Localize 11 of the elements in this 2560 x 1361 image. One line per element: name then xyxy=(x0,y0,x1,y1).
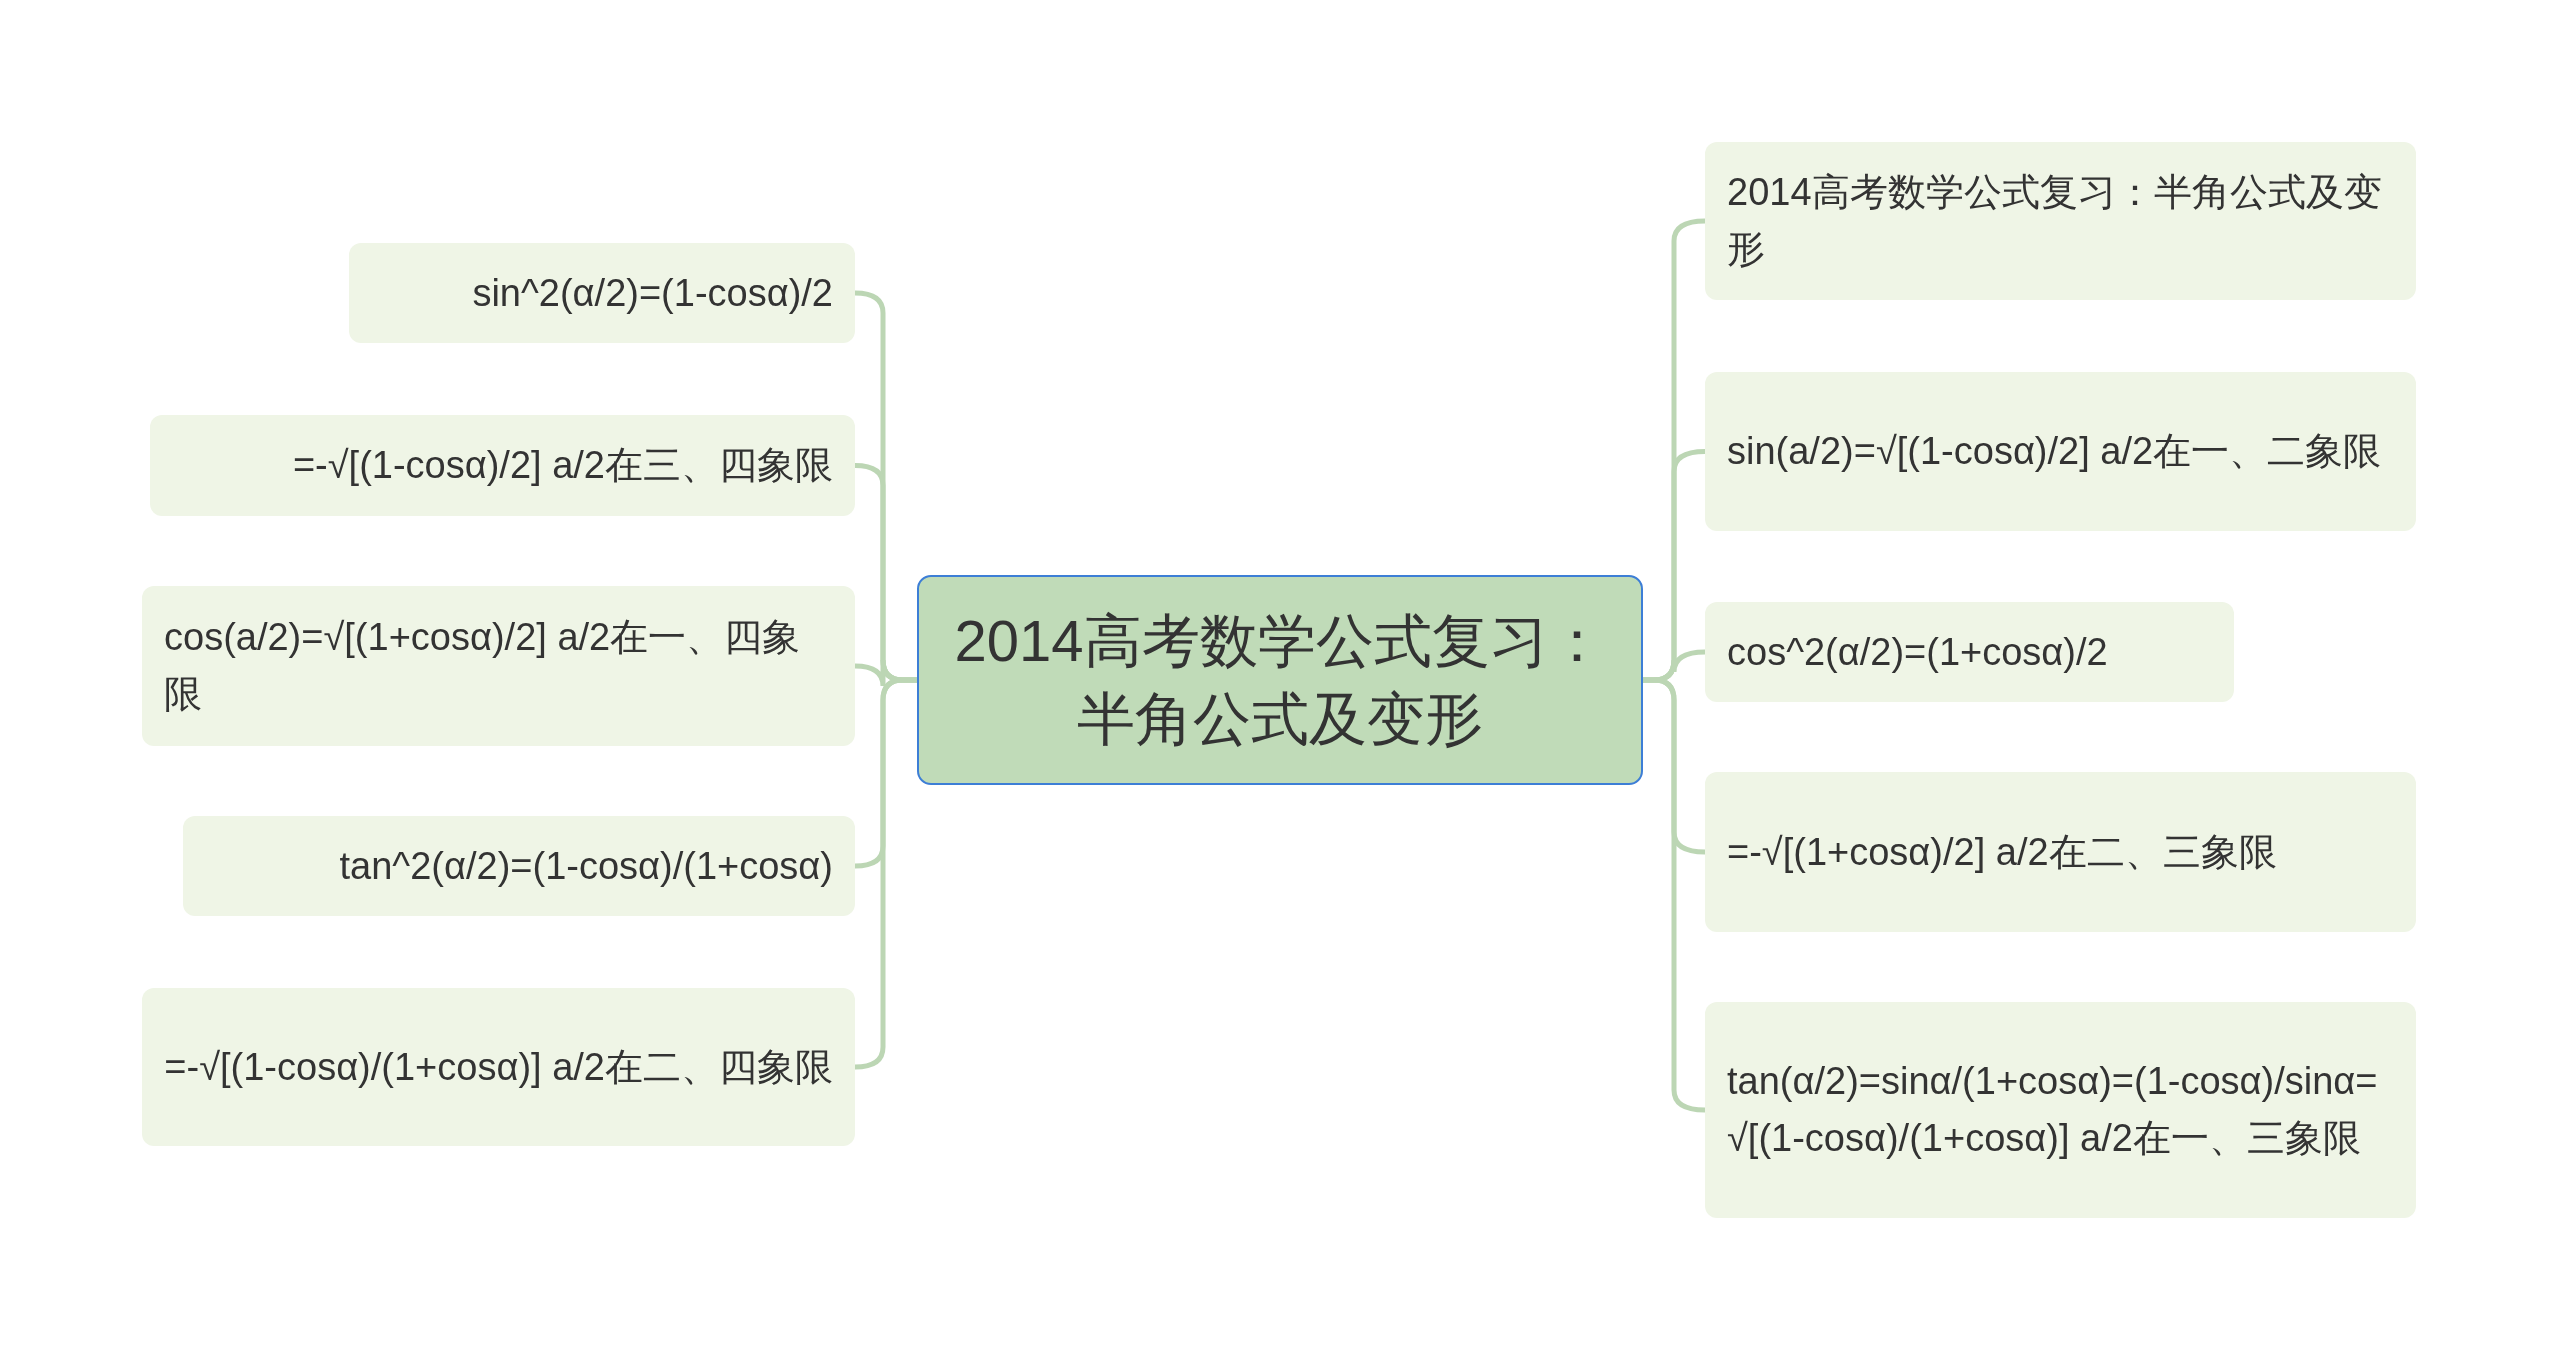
subtopic-box: tan(α/2)=sinα/(1+cosα)=(1-cosα)/sinα=√[(1-cosα)/(1+cosα)] a/2在一、三象限 xyxy=(1705,1002,2416,1218)
subtopic-box: sin^2(α/2)=(1-cosα)/2 xyxy=(349,243,855,343)
subtopic-box: cos^2(α/2)=(1+cosα)/2 xyxy=(1705,602,2234,702)
subtopic-box: 2014高考数学公式复习：半角公式及变形 xyxy=(1705,142,2416,300)
subtopic-box: tan^2(α/2)=(1-cosα)/(1+cosα) xyxy=(183,816,855,916)
subtopic-box: =-√[(1-cosα)/2] a/2在三、四象限 xyxy=(150,415,855,516)
subtopic-box: =-√[(1-cosα)/(1+cosα)] a/2在二、四象限 xyxy=(142,988,855,1146)
subtopic-box: cos(a/2)=√[(1+cosα)/2] a/2在一、四象限 xyxy=(142,586,855,746)
subtopic-box: sin(a/2)=√[(1-cosα)/2] a/2在一、二象限 xyxy=(1705,372,2416,531)
central-topic-box: 2014高考数学公式复习：半角公式及变形 xyxy=(917,575,1643,785)
subtopic-box: =-√[(1+cosα)/2] a/2在二、三象限 xyxy=(1705,772,2416,932)
